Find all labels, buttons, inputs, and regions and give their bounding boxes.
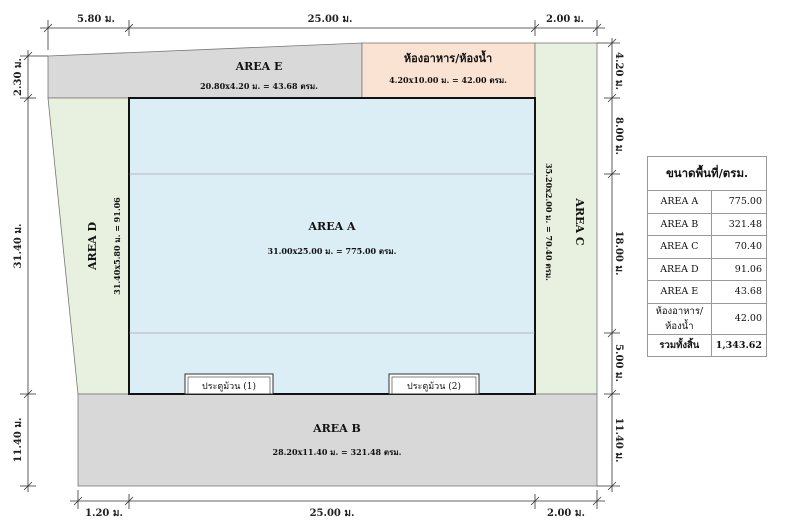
- area-d-title: AREA D: [86, 222, 99, 271]
- summary-total-label: รวมทั้งสิ้น: [647, 333, 712, 357]
- summary-header: ขนาดพื้นที่/ตรม.: [647, 156, 767, 191]
- summary-total-value: 1,343.62: [710, 333, 768, 357]
- area-d-calc: 31.40x5.80 ม. = 91.06: [112, 197, 122, 295]
- summary-row-value: 321.48: [710, 212, 768, 236]
- area-a-title: AREA A: [308, 220, 356, 233]
- summary-row-label: AREA E: [647, 280, 712, 304]
- area-c-title: AREA C: [573, 197, 586, 245]
- summary-row-label: AREA A: [647, 190, 712, 214]
- door-1-label: ประตูม้วน (1): [202, 381, 256, 392]
- area-b-calc: 28.20x11.40 ม. = 321.48 ตรม.: [273, 447, 402, 457]
- summary-row-label: ห้องอาหาร/ห้องน้ำ: [647, 302, 712, 335]
- top-dimension-line: [40, 20, 605, 50]
- restroom-title: ห้องอาหาร/ห้องน้ำ: [404, 50, 492, 65]
- area-e-calc: 20.80x4.20 ม. = 43.68 ตรม.: [200, 81, 318, 91]
- bottom-dimension-line: [70, 490, 605, 509]
- right-dim-4: 5.00 ม.: [613, 344, 624, 382]
- top-dim-2: 25.00 ม.: [308, 14, 353, 25]
- area-a-calc: 31.00x25.00 ม. = 775.00 ตรม.: [268, 246, 397, 256]
- left-dimension-line: [20, 50, 48, 492]
- bottom-dim-3: 2.00 ม.: [547, 508, 585, 519]
- area-b-region: [77, 393, 598, 487]
- summary-row-value: 775.00: [710, 190, 768, 214]
- summary-row-value: 70.40: [710, 235, 768, 259]
- summary-row-value: 42.00: [710, 302, 768, 335]
- restroom-region: [361, 42, 536, 99]
- left-dim-1: 2.30 ม.: [13, 58, 24, 96]
- top-dim-1: 5.80 ม.: [77, 14, 115, 25]
- left-dim-2: 31.40 ม.: [13, 224, 24, 269]
- restroom-calc: 4.20x10.00 ม. = 42.00 ตรม.: [389, 75, 507, 85]
- right-dim-3: 18.00 ม.: [613, 231, 624, 276]
- top-dim-3: 2.00 ม.: [546, 14, 584, 25]
- area-c-calc: 35.20x2.00 ม. = 70.40 ตรม.: [544, 163, 554, 281]
- area-a-region: [128, 97, 536, 395]
- right-dimension-line: [597, 38, 620, 492]
- right-dim-5: 11.40 ม.: [613, 418, 624, 463]
- bottom-dim-2: 25.00 ม.: [310, 508, 355, 519]
- area-b-title: AREA B: [312, 422, 361, 435]
- right-dim-2: 8.00 ม.: [613, 117, 624, 155]
- summary-row-value: 43.68: [710, 280, 768, 304]
- left-dim-3: 11.40 ม.: [13, 418, 24, 463]
- bottom-dim-1: 1.20 ม.: [85, 508, 123, 519]
- area-e-title: AREA E: [235, 60, 283, 73]
- summary-row-value: 91.06: [710, 257, 768, 281]
- right-dim-1: 4.20 ม.: [613, 52, 624, 90]
- summary-row-label: AREA B: [647, 212, 712, 236]
- door-2-label: ประตูม้วน (2): [407, 381, 461, 392]
- summary-row-label: AREA D: [647, 257, 712, 281]
- summary-row-label: AREA C: [647, 235, 712, 259]
